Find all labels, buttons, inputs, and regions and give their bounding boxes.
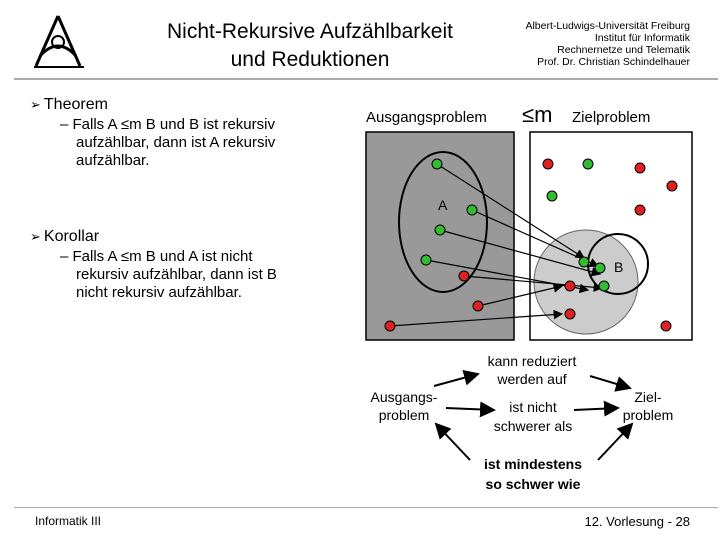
affiliation-line: Rechnernetze und Telematik	[557, 44, 690, 56]
mapping-arrow	[436, 163, 586, 259]
relation-arrow	[434, 422, 471, 461]
point-in-b	[546, 190, 558, 202]
relation-text: ist nicht	[509, 399, 557, 415]
theorem-block: ➢Theorem – Falls A ≤m B und B ist rekurs…	[30, 96, 360, 170]
point-in-b	[594, 262, 606, 274]
mapping-arrow	[471, 209, 600, 267]
point-outside-b	[542, 158, 554, 170]
relation-arrows	[433, 369, 634, 461]
course-name: Informatik III	[35, 514, 102, 528]
title-line-1: Nicht-Rekursive Aufzählbarkeit	[167, 20, 453, 43]
mapping-arrows	[389, 163, 604, 327]
point-in-a	[431, 158, 443, 170]
point-in-a	[420, 254, 432, 266]
title-line-2: und Reduktionen	[230, 48, 390, 71]
relation-text: ist mindestens	[484, 456, 582, 472]
theorem-line: aufzählbar.	[76, 152, 150, 169]
point-in-b	[578, 256, 590, 268]
korollar-heading: Korollar	[43, 228, 100, 245]
bullet-arrow-icon: ➢	[30, 229, 41, 244]
relation-text: werden auf	[496, 371, 566, 387]
reduction-symbol: ≤m	[522, 102, 552, 127]
mapping-arrow	[477, 283, 564, 307]
point-outside-a	[472, 300, 484, 312]
relation-text: so schwer wie	[486, 476, 581, 492]
point-outside-b	[564, 280, 576, 292]
relation-arrow	[573, 400, 620, 417]
relation-text: kann reduziert	[488, 353, 577, 369]
relation-arrow	[433, 369, 480, 387]
source-points	[384, 158, 484, 332]
point-outside-a	[384, 320, 396, 332]
theorem-heading: Theorem	[43, 96, 108, 113]
point-in-b	[582, 158, 594, 170]
theorem-line: – Falls A ≤m B und B ist rekursiv	[60, 116, 275, 133]
point-outside-b	[666, 180, 678, 192]
set-b-label: B	[614, 259, 623, 275]
relation-arrow	[445, 401, 496, 418]
point-in-a	[466, 204, 478, 216]
point-outside-b	[564, 308, 576, 320]
target-points	[542, 158, 678, 332]
point-outside-a	[458, 270, 470, 282]
point-in-b	[598, 280, 610, 292]
footer-divider	[14, 507, 718, 508]
set-a-circle	[398, 151, 488, 293]
point-outside-b	[660, 320, 672, 332]
korollar-block: ➢Korollar – Falls A ≤m B und A ist nicht…	[30, 228, 360, 302]
point-outside-b	[634, 204, 646, 216]
relation-arrow	[597, 422, 634, 461]
header-divider	[14, 78, 718, 80]
affiliation-line: Albert-Ludwigs-Universität Freiburg	[525, 20, 690, 32]
affiliation-line: Prof. Dr. Christian Schindelhauer	[537, 56, 690, 68]
affiliation-line: Institut für Informatik	[594, 32, 690, 44]
mapping-arrow	[439, 229, 602, 277]
slide-title: Nicht-Rekursive Aufzählbarkeit und Reduk…	[100, 18, 520, 74]
source-short-label: problem	[379, 407, 430, 423]
point-in-a	[434, 224, 446, 236]
point-outside-b	[634, 162, 646, 174]
theorem-line: aufzählbar, dann ist A rekursiv	[76, 134, 276, 151]
mapping-arrow	[463, 275, 604, 293]
target-short-label: Ziel-	[634, 389, 662, 405]
korollar-line: nicht rekursiv aufzählbar.	[76, 284, 242, 301]
bullet-arrow-icon: ➢	[30, 97, 41, 112]
image-of-a-region	[533, 229, 639, 335]
source-short-label: Ausgangs-	[371, 389, 438, 405]
slide-number: 12. Vorlesung - 28	[584, 514, 690, 529]
relation-text: schwerer als	[494, 418, 573, 434]
source-problem-label: Ausgangsproblem	[366, 109, 487, 126]
target-problem-label: Zielproblem	[572, 109, 650, 126]
target-short-label: problem	[623, 407, 674, 423]
relation-arrow	[589, 375, 632, 392]
affiliation: Albert-Ludwigs-Universität Freiburg Inst…	[470, 20, 690, 68]
set-a-label: A	[438, 197, 448, 213]
university-logo	[34, 15, 84, 68]
korollar-line: – Falls A ≤m B und A ist nicht	[60, 248, 253, 265]
korollar-line: rekursiv aufzählbar, dann ist B	[76, 266, 277, 283]
mapping-arrow	[389, 309, 564, 327]
